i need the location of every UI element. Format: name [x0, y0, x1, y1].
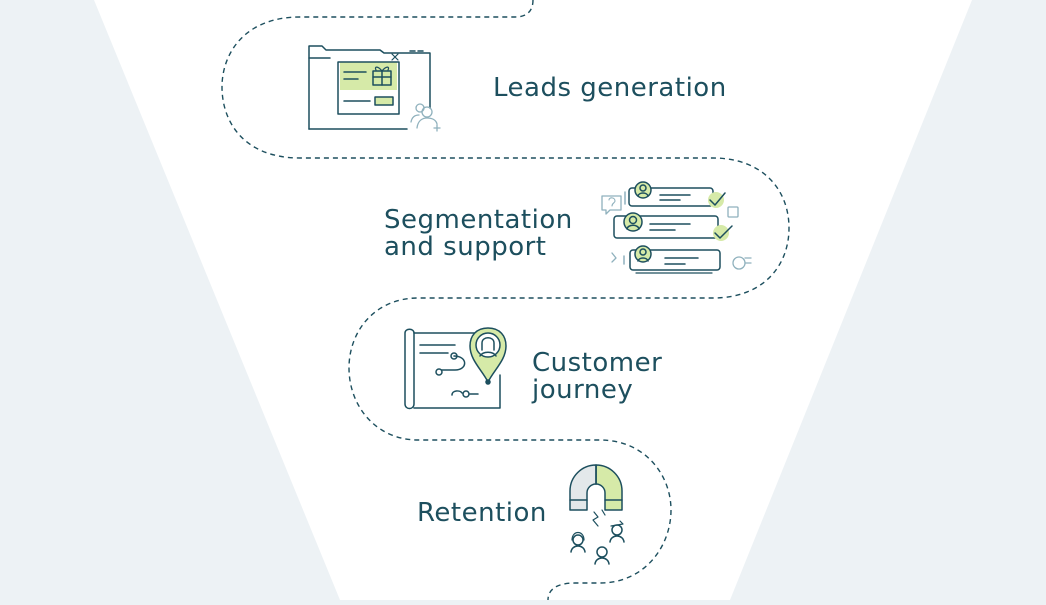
lead-capture-form-icon	[308, 45, 441, 132]
stage-label-customer-journey: Customer journey	[532, 348, 663, 405]
stage-label-segmentation-and-support: Segmentation and support	[384, 205, 573, 262]
dashed-journey-path	[221, 0, 790, 601]
journey-map-icon	[404, 327, 507, 410]
funnel-shape	[94, 0, 972, 600]
magnet-icon	[569, 464, 625, 565]
stage-label-retention: Retention	[417, 498, 547, 528]
segmented-contacts-icon	[601, 181, 752, 274]
stage-label-leads-generation: Leads generation	[493, 73, 727, 103]
